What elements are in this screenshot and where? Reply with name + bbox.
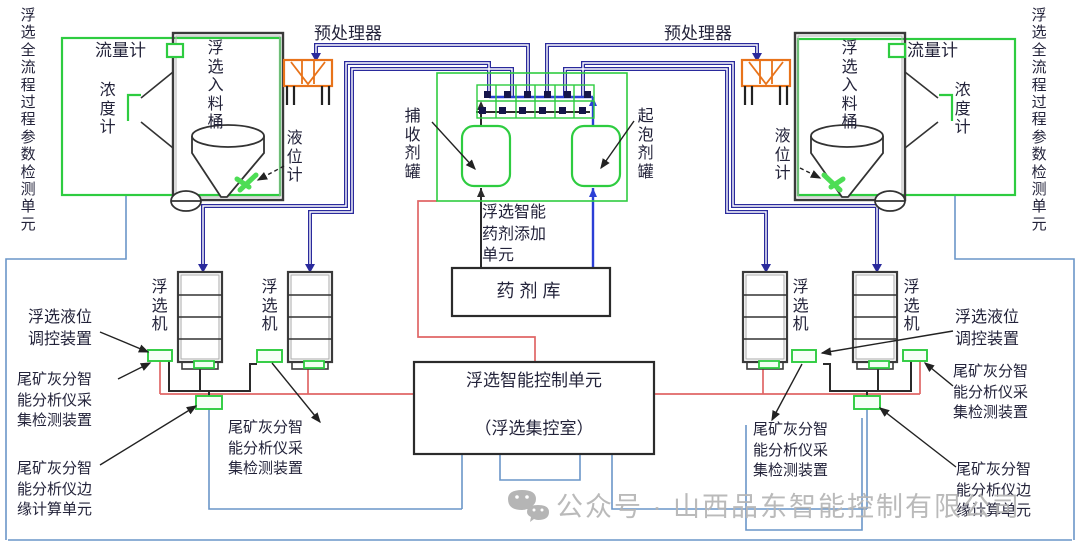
signal-red-lines	[159, 200, 921, 395]
flow-meter-right-sensor	[887, 42, 907, 59]
level-valves	[234, 172, 846, 193]
flotation-machines	[176, 270, 899, 370]
black-piping	[168, 361, 912, 396]
flow-meter-label-right: 流量计	[907, 41, 958, 60]
feed-tank-frames	[171, 31, 907, 202]
instruments-green	[126, 42, 954, 121]
flow-meter-label-left: 流量计	[95, 41, 146, 60]
feed-tank-label-left: 浮选入料桶	[207, 40, 224, 132]
ash-junction-left	[195, 395, 223, 410]
unit-boxes	[412, 266, 656, 456]
density-meter-left-sensor	[126, 93, 141, 121]
ash-edge-label-left: 尾矿灰分智能分析仪边缘计算单元	[17, 461, 93, 519]
frother-tank-label: 起泡剂罐	[637, 108, 654, 181]
ash-sensor-right-outer	[902, 349, 928, 362]
detection-green-boxes	[60, 36, 1017, 202]
signal-blue-lines	[5, 195, 1075, 541]
navy-pipes	[198, 43, 882, 273]
leader-arrows	[99, 120, 957, 468]
flotation-machine-2	[286, 270, 334, 370]
param-unit-label-right: 浮选全流程过程参数检测单元	[1031, 8, 1047, 233]
pipe-arrowheads	[198, 53, 882, 273]
feed-tank-label-right: 浮选入料桶	[841, 40, 858, 132]
green-sensors	[147, 349, 928, 410]
level-control-sensor-left	[147, 349, 173, 362]
level-meter-label-left: 液位计	[286, 130, 303, 185]
level-control-label-left: 浮选液位调控装置	[28, 309, 93, 348]
param-unit-label-left: 浮选全流程过程参数检测单元	[20, 8, 36, 233]
flotation-machine-label-3: 浮选机	[792, 279, 809, 334]
control-unit-room: （浮选集控室）	[474, 419, 594, 438]
level-control-sensor-right	[791, 349, 817, 363]
control-unit-name: 浮选智能控制单元	[466, 371, 602, 390]
reagent-add-unit-label: 浮选智能药剂添加单元	[482, 204, 547, 265]
ash-collect-label-left-outer: 尾矿灰分智能分析仪采集检测装置	[17, 372, 93, 430]
density-meter-label-right: 浓度计	[954, 82, 971, 137]
ash-collect-label-right-outer: 尾矿灰分智能分析仪采集检测装置	[953, 364, 1029, 422]
reagent-tanks	[460, 124, 622, 188]
flotation-machine-4	[851, 270, 899, 370]
ash-edge-label-right: 尾矿灰分智能分析仪边缘计算单元	[956, 462, 1032, 520]
preprocessor-right	[740, 58, 792, 105]
ash-collect-label-right-inner: 尾矿灰分智能分析仪采集检测装置	[753, 422, 829, 480]
level-control-label-right: 浮选液位调控装置	[955, 309, 1020, 348]
collector-tank-label: 捕收剂罐	[404, 108, 421, 181]
flotation-machine-label-1: 浮选机	[151, 279, 168, 334]
preprocessor-left	[282, 58, 334, 105]
reagent-storage-box	[450, 266, 612, 318]
watermark-text: 公众号 · 山西品东智能控制有限公司	[556, 492, 1021, 522]
density-meter-label-left: 浓度计	[99, 82, 116, 137]
dosing-manifold	[476, 84, 595, 119]
density-meter-right-sensor	[939, 93, 954, 121]
level-meter-label-right: 液位计	[774, 128, 791, 183]
wechat-icon	[508, 490, 549, 522]
feed-funnels	[170, 124, 906, 212]
ash-collect-label-left-inner: 尾矿灰分智能分析仪采集检测装置	[228, 420, 304, 478]
flotation-machine-3	[741, 270, 789, 370]
preprocessor-label-right: 预处理器	[664, 24, 732, 43]
flow-meter-left-sensor	[165, 42, 185, 59]
flotation-machine-label-4: 浮选机	[903, 279, 920, 334]
ash-sensor-left-inner	[256, 349, 283, 363]
ash-junction-right	[853, 395, 881, 410]
flotation-machine-1	[176, 270, 224, 370]
control-unit-box	[412, 360, 656, 456]
preprocessor-label-left: 预处理器	[314, 24, 382, 43]
density-horns	[140, 71, 939, 149]
reagent-storage-label: 药剂库	[496, 281, 566, 301]
flotation-machine-label-2: 浮选机	[261, 279, 278, 334]
